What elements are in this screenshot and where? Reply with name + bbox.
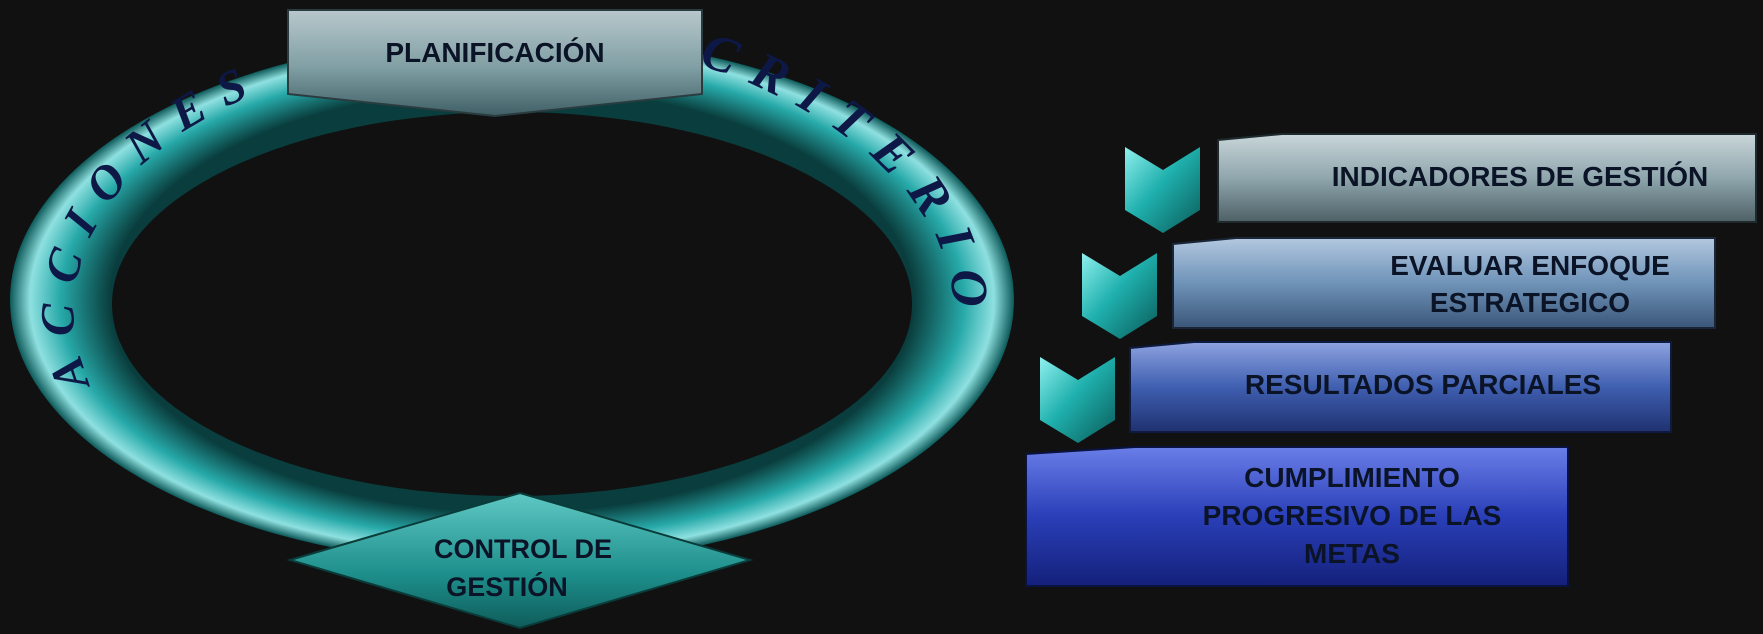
step-resultados-parciales: RESULTADOS PARCIALES: [1129, 341, 1672, 433]
step-2-label-line-1: EVALUAR ENFOQUE: [1390, 250, 1670, 281]
chevron-down-icon: [1082, 253, 1157, 339]
step-indicadores: INDICADORES DE GESTIÓN: [1217, 133, 1757, 223]
step-4-label-line-1: CUMPLIMIENTO: [1244, 462, 1460, 493]
step-2-label-line-2: ESTRATEGICO: [1430, 287, 1630, 318]
chevron-down-icon: [1125, 147, 1200, 233]
control-diamond: CONTROL DE GESTIÓN: [286, 491, 754, 630]
control-label-line-1: CONTROL DE: [434, 534, 612, 564]
step-evaluar-enfoque: EVALUAR ENFOQUE ESTRATEGICO: [1172, 237, 1716, 329]
step-1-label: INDICADORES DE GESTIÓN: [1332, 161, 1708, 192]
step-4-label-line-3: METAS: [1304, 538, 1400, 569]
chevron-down-icon: [1040, 357, 1115, 443]
cycle-ring: [10, 35, 1014, 565]
control-label-line-2: GESTIÓN: [446, 571, 568, 602]
planning-label: PLANIFICACIÓN: [385, 37, 604, 68]
step-cumplimiento-metas: CUMPLIMIENTO PROGRESIVO DE LAS METAS: [1025, 446, 1569, 587]
step-3-label: RESULTADOS PARCIALES: [1245, 369, 1601, 400]
step-4-label-line-2: PROGRESIVO DE LAS: [1203, 500, 1502, 531]
planning-box: PLANIFICACIÓN: [287, 9, 703, 118]
